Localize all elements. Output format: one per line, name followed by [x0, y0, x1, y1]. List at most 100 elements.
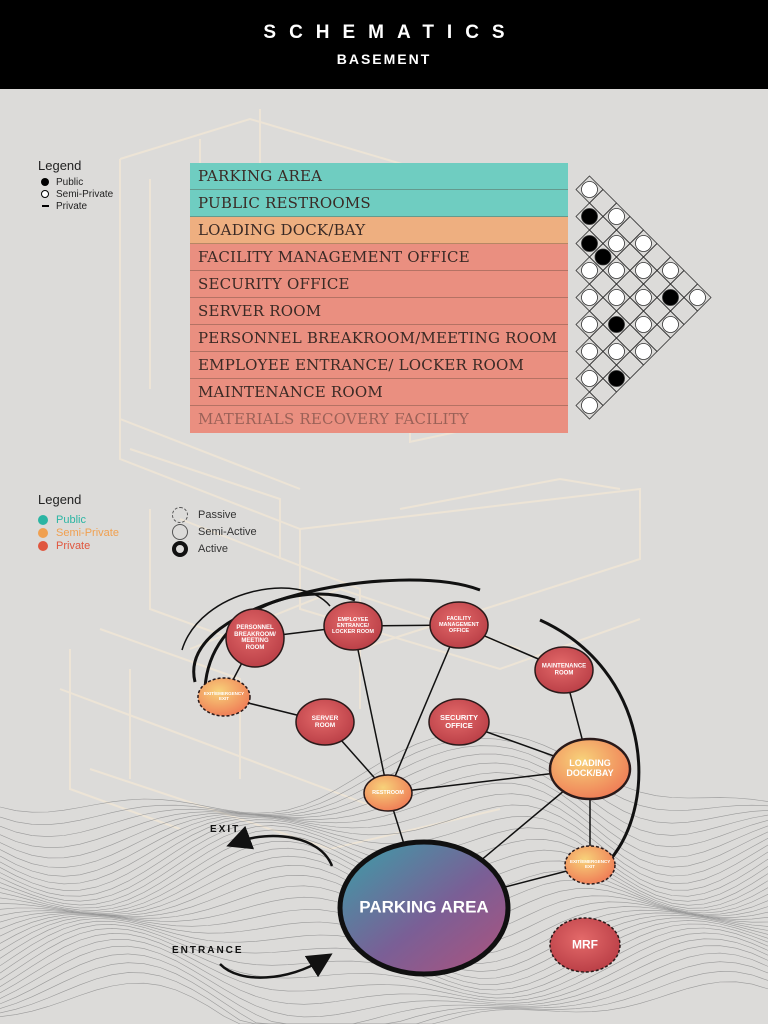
bubble-employee: [323, 601, 383, 651]
entrance-label: ENTRANCE: [172, 945, 244, 956]
bubble-label-parking: PARKING AREA: [359, 897, 489, 917]
legend-label: Semi-Private: [56, 188, 114, 200]
page-title: SCHEMATICS: [263, 22, 518, 43]
semi-private-dot-icon: [38, 527, 48, 538]
relation-line: [387, 624, 460, 794]
open-dot-icon: [41, 190, 49, 198]
zone-label: Public: [56, 513, 86, 526]
terrain-line: [0, 731, 768, 814]
semi-private-marker: [608, 208, 625, 225]
activity-label: Semi-Active: [198, 525, 257, 538]
semi-private-marker: [608, 262, 625, 279]
entrance-arrow: [219, 953, 333, 979]
room-row: PERSONNEL BREAKROOM/MEETING ROOM: [190, 325, 568, 352]
bubble-loading: [548, 737, 632, 801]
semi-private-marker: [608, 235, 625, 252]
bubble-label-server: SERVER ROOM: [311, 714, 339, 729]
semi-private-marker: [581, 262, 598, 279]
semi-private-marker: [662, 262, 679, 279]
semi-private-marker: [662, 316, 679, 333]
terrain-line: [0, 961, 768, 1024]
zone-legend: Legend Public Semi-Private Private: [38, 492, 119, 552]
terrain-line: [0, 782, 768, 877]
bubble-facility: [429, 601, 489, 649]
semi-private-marker: [581, 397, 598, 414]
semi-active-circle-icon: [172, 523, 188, 540]
zone-label: Semi-Private: [56, 526, 119, 539]
room-row: MATERIALS RECOVERY FACILITY: [190, 406, 568, 433]
legend-label: Public: [56, 176, 84, 188]
zone-item-private: Private: [38, 539, 119, 552]
privacy-legend-title: Legend: [38, 158, 82, 173]
relation-line: [352, 625, 389, 794]
zone-item-semi-private: Semi-Private: [38, 526, 119, 539]
bubble-label-maintenance: MAINTENANCE ROOM: [541, 663, 587, 676]
filled-dot-icon: [41, 178, 49, 186]
public-marker: [581, 208, 598, 225]
bubble-restroom: [363, 774, 413, 812]
room-row: SECURITY OFFICE: [190, 271, 568, 298]
header: SCHEMATICS BASEMENT: [0, 0, 768, 89]
passive-circle-icon: [172, 506, 188, 523]
semi-private-marker: [581, 343, 598, 360]
privacy-legend: Legend Public Semi-Private Private: [38, 158, 113, 212]
legend-label: Private: [56, 200, 88, 212]
room-row: FACILITY MANAGEMENT OFFICE: [190, 244, 568, 271]
terrain-line: [0, 981, 768, 1024]
bubble-label-exit1: EXIT/EMERGENCY EXIT: [203, 691, 245, 701]
terrain-line: [0, 816, 768, 897]
bubble-maintenance: [534, 646, 594, 694]
semi-private-marker: [608, 343, 625, 360]
semi-private-marker: [581, 289, 598, 306]
exit-label: EXIT: [210, 824, 241, 835]
public-dot-icon: [38, 514, 48, 525]
bubble-label-loading: LOADING DOCK/BAY: [566, 758, 614, 778]
activity-label: Active: [198, 542, 228, 555]
bubble-server: [295, 698, 355, 746]
bubble-label-restroom: RESTROOM: [372, 789, 404, 796]
terrain-line: [0, 804, 768, 891]
semi-private-marker: [581, 370, 598, 387]
bubble-mrf: [549, 917, 621, 973]
semi-private-marker: [581, 316, 598, 333]
activity-item-semi-active: Semi-Active: [172, 523, 257, 540]
exit-arrow: [226, 825, 334, 867]
semi-private-marker: [581, 181, 598, 198]
room-row: PARKING AREA: [190, 163, 568, 190]
bubble-label-facility: FACILITY MANAGEMENT OFFICE: [438, 615, 480, 635]
legend-item-semi-private: Semi-Private: [38, 188, 113, 200]
terrain-line: [0, 932, 768, 1002]
semi-private-marker: [689, 289, 706, 306]
bubble-label-personnel: PERSONNEL BREAKROOM/ MEETING ROOM: [234, 624, 276, 651]
bubble-exit2: [564, 845, 616, 885]
active-relation-arc: [203, 592, 356, 689]
semi-private-marker: [635, 235, 652, 252]
terrain-line: [0, 952, 768, 1024]
semi-private-marker: [608, 289, 625, 306]
room-row: MAINTENANCE ROOM: [190, 379, 568, 406]
activity-label: Passive: [198, 508, 237, 521]
semi-private-marker: [635, 289, 652, 306]
semi-private-marker: [635, 316, 652, 333]
bubble-personnel: [225, 608, 285, 668]
legend-item-private: Private: [38, 200, 113, 212]
semi-private-marker: [635, 343, 652, 360]
dash-icon: [41, 205, 49, 207]
room-row: EMPLOYEE ENTRANCE/ LOCKER ROOM: [190, 352, 568, 379]
terrain-line: [0, 793, 768, 885]
active-circle-icon: [172, 540, 188, 557]
bubble-parking: [337, 839, 511, 977]
public-marker: [594, 248, 612, 266]
room-row: SERVER ROOM: [190, 298, 568, 325]
terrain-line: [0, 938, 768, 1005]
semi-private-marker: [635, 262, 652, 279]
room-row: PUBLIC RESTROOMS: [190, 190, 568, 217]
bubble-label-mrf: MRF: [572, 937, 598, 952]
bubble-label-exit2: EXIT/EMERGENCY EXIT: [570, 859, 611, 869]
zone-label: Private: [56, 539, 91, 552]
terrain-line: [0, 971, 768, 1024]
matrix-cell: [575, 391, 604, 420]
